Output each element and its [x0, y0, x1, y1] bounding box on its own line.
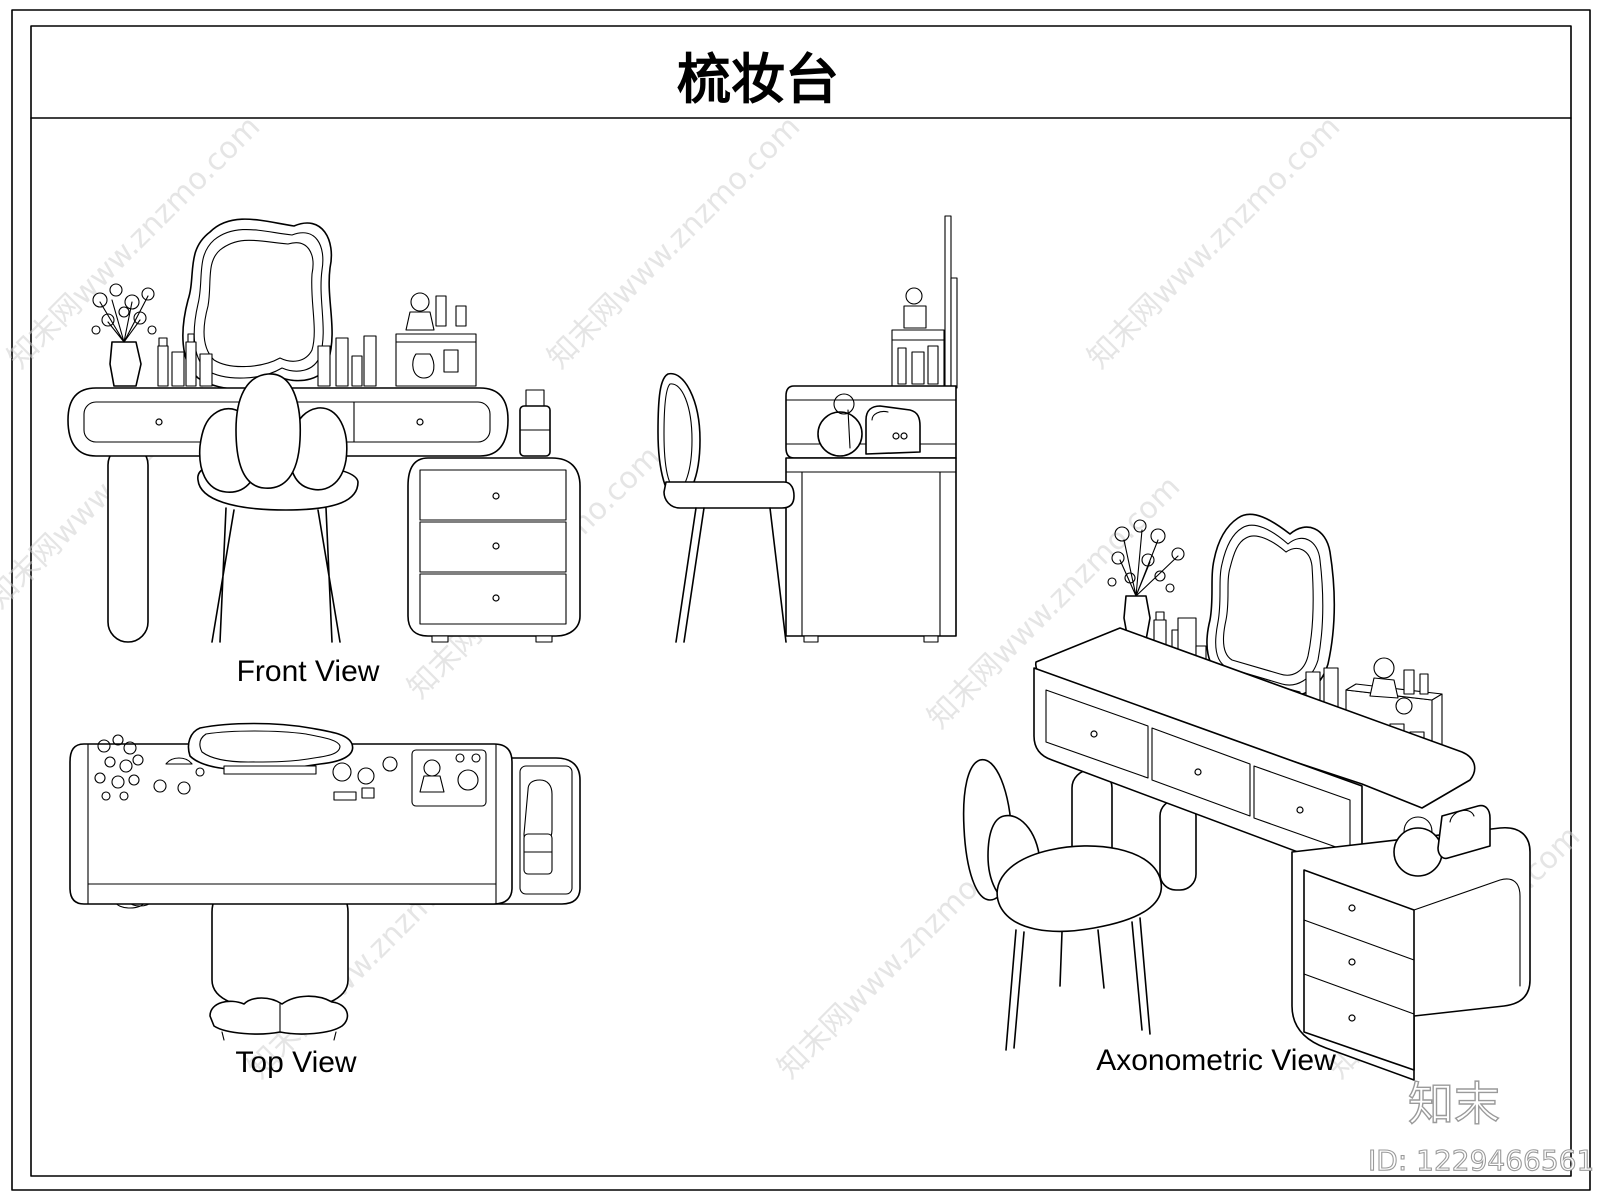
front-view: Front View	[67, 218, 581, 688]
side-view	[657, 215, 958, 643]
front-view-label: Front View	[237, 655, 380, 688]
top-view-label: Top View	[235, 1046, 357, 1079]
sheet-frame	[11, 9, 1591, 1191]
top-view: Top View	[69, 722, 581, 1079]
brand-watermark: 知末	[1408, 1077, 1500, 1131]
sheet-title: 梳妆台	[677, 48, 839, 111]
image-id-watermark: ID: 1229466561	[1368, 1144, 1594, 1177]
axonometric-view-label: Axonometric View	[1096, 1044, 1336, 1077]
watermark-text: 知末网www.znzmo.com	[541, 109, 807, 375]
axonometric-view: Axonometric View	[962, 513, 1531, 1081]
watermark-text: 知末网www.znzmo.com	[1081, 109, 1347, 375]
